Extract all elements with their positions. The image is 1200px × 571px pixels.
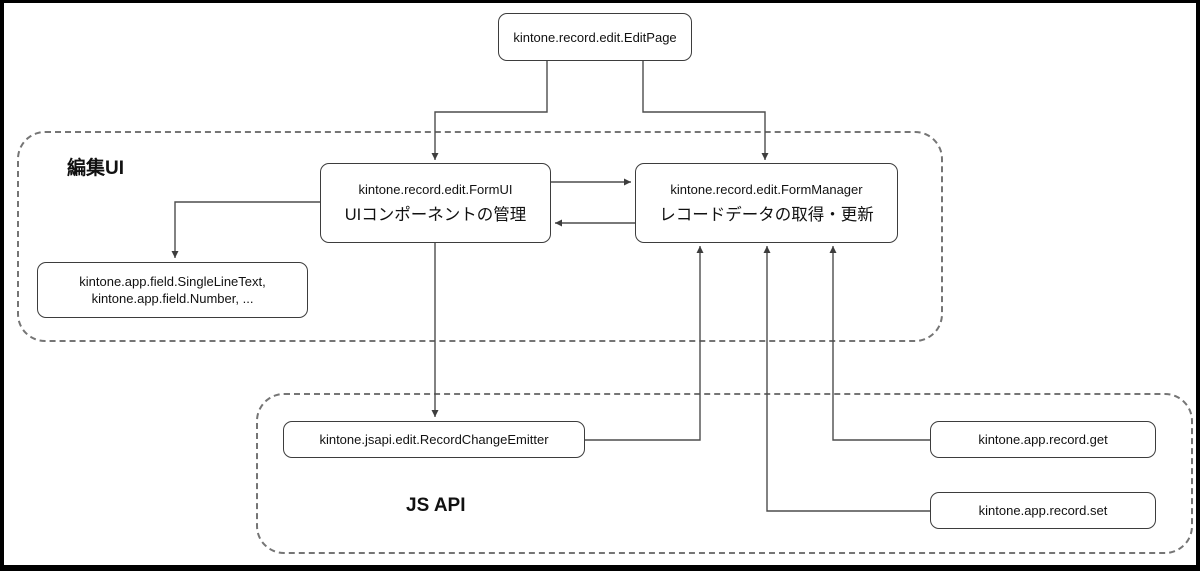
node-record-get: kintone.app.record.get (930, 421, 1156, 458)
node-field-components-line1: kintone.app.field.SingleLineText, (79, 274, 266, 289)
node-form-manager-label: kintone.record.edit.FormManager (670, 182, 863, 197)
node-form-ui-label: kintone.record.edit.FormUI (358, 182, 513, 197)
group-edit-ui-label: 編集UI (67, 158, 125, 179)
node-record-set-label: kintone.app.record.set (978, 503, 1108, 518)
node-form-manager: kintone.record.edit.FormManager レコードデータの… (635, 163, 898, 243)
node-field-components: kintone.app.field.SingleLineText, kinton… (37, 262, 308, 318)
group-js-api: JS API (256, 393, 1193, 554)
node-field-components-line2: kintone.app.field.Number, ... (91, 291, 254, 306)
node-form-ui-sublabel: UIコンポーネントの管理 (344, 206, 527, 224)
node-form-manager-sublabel: レコードデータの取得・更新 (659, 206, 874, 224)
node-record-get-label: kintone.app.record.get (978, 432, 1108, 447)
node-edit-page: kintone.record.edit.EditPage (498, 13, 692, 61)
group-js-api-label: JS API (406, 495, 466, 516)
node-edit-page-label: kintone.record.edit.EditPage (513, 29, 677, 45)
node-record-change-emitter-label: kintone.jsapi.edit.RecordChangeEmitter (319, 432, 549, 447)
node-record-set: kintone.app.record.set (930, 492, 1156, 529)
node-form-ui: kintone.record.edit.FormUI UIコンポーネントの管理 (320, 163, 551, 243)
node-record-change-emitter: kintone.jsapi.edit.RecordChangeEmitter (283, 421, 585, 458)
